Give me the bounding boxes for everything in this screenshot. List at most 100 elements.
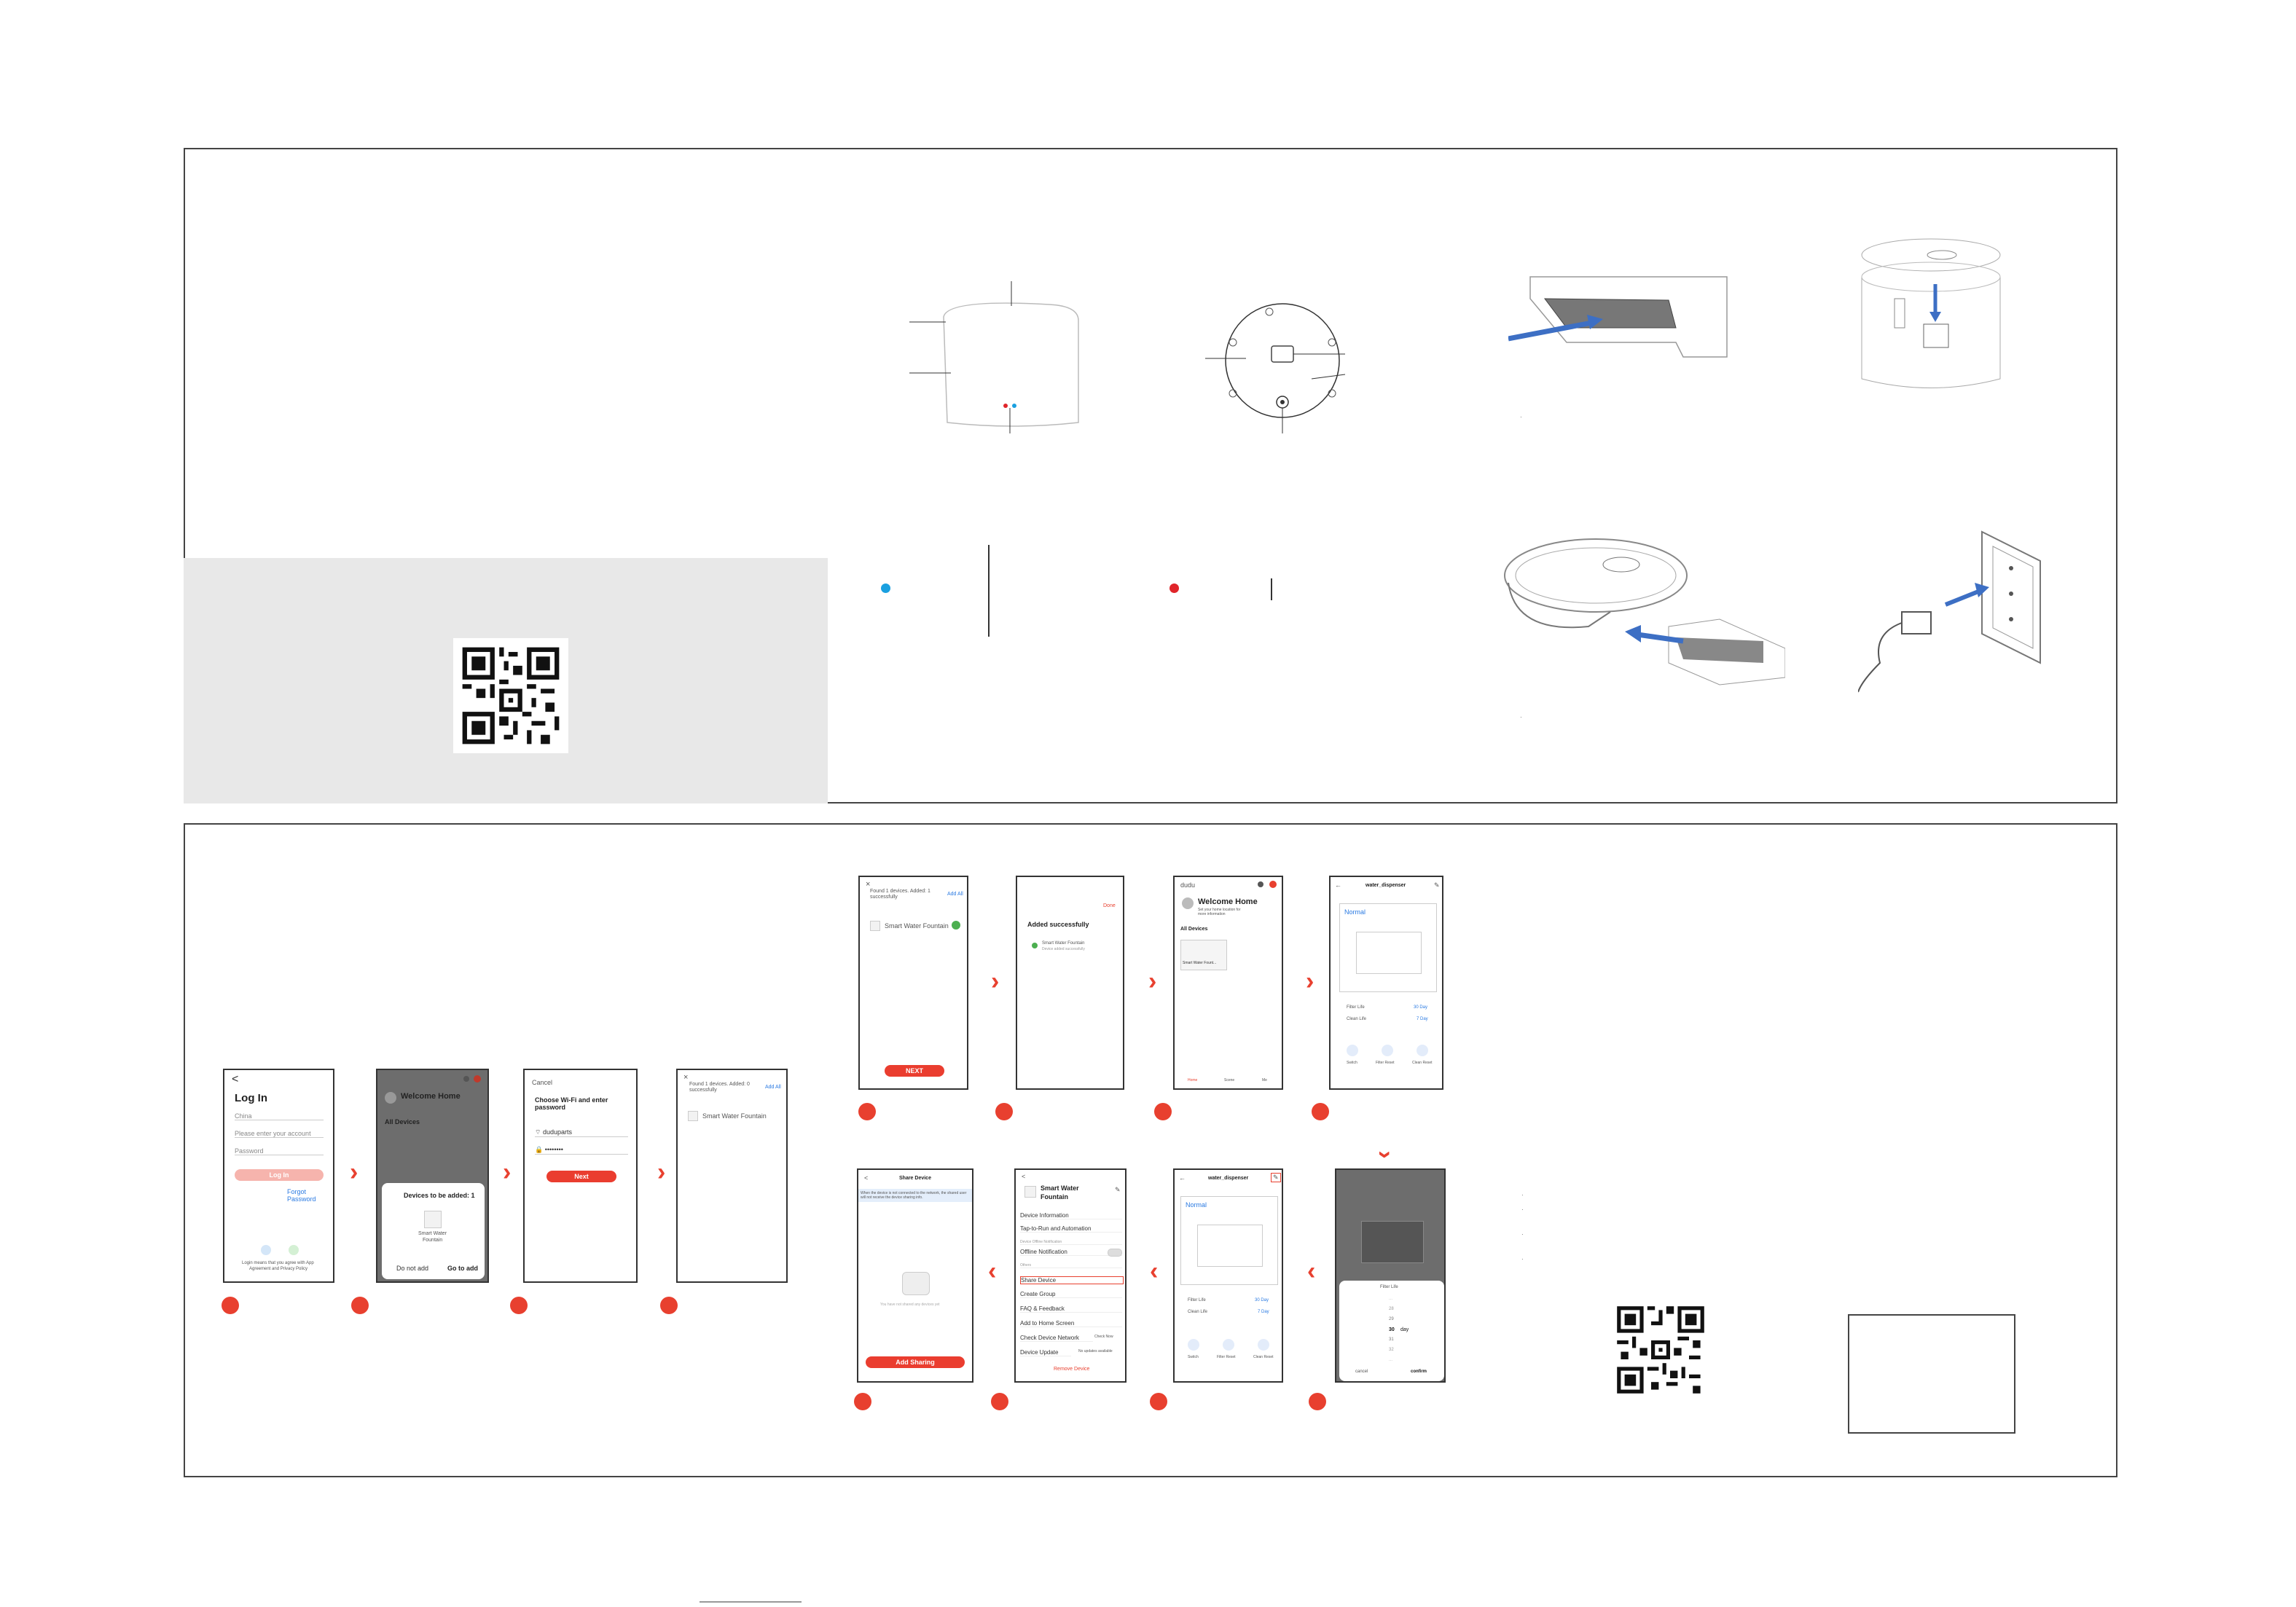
filter-reset-icon[interactable] — [1223, 1339, 1234, 1351]
picker-unit: day — [1400, 1327, 1409, 1332]
back-icon[interactable]: < — [864, 1174, 869, 1182]
back-icon[interactable]: < — [1022, 1173, 1026, 1180]
picker-confirm-button[interactable]: confirm — [1411, 1370, 1427, 1374]
device-name: Smart Water Fountain — [885, 922, 949, 930]
account-input[interactable]: Please enter your account — [235, 1130, 324, 1138]
edit-icon[interactable]: ✎ — [1434, 881, 1440, 889]
cancel-button[interactable]: Cancel — [532, 1079, 553, 1086]
settings-row-add-home[interactable]: Add to Home Screen — [1020, 1320, 1122, 1327]
tab-me[interactable]: Me — [1262, 1078, 1267, 1083]
go-to-add-button[interactable]: Go to add — [447, 1265, 478, 1272]
tray-assembly-icon — [1504, 538, 1786, 685]
settings-row-create-group[interactable]: Create Group — [1020, 1291, 1122, 1298]
add-icon[interactable] — [1269, 881, 1277, 888]
picker-value[interactable]: 31 — [1389, 1337, 1394, 1342]
back-icon[interactable]: ← — [1179, 1174, 1186, 1182]
step-marker — [1154, 1103, 1172, 1120]
picker-value[interactable]: ... — [1389, 1358, 1393, 1362]
close-icon[interactable]: × — [866, 880, 871, 889]
power-icon[interactable] — [1188, 1339, 1199, 1351]
app-qr-code-top — [453, 638, 568, 753]
clean-reset-icon[interactable] — [1417, 1045, 1428, 1056]
found-count-2: successfully — [689, 1088, 717, 1093]
wifi-icon: ⌔ — [535, 1128, 543, 1136]
picker-title: Filter Life — [1380, 1285, 1398, 1289]
empty-state-text: You have not shared any devices yet — [880, 1303, 940, 1307]
status-label: Normal — [1344, 908, 1366, 916]
edit-icon[interactable]: ✎ — [1271, 1173, 1281, 1182]
mic-icon[interactable] — [463, 1076, 469, 1082]
clean-life-days[interactable]: 7 Day — [1258, 1310, 1269, 1314]
check-now-label[interactable]: Check Now — [1094, 1335, 1113, 1339]
picker-cancel-button[interactable]: cancel — [1355, 1370, 1368, 1374]
divider-line — [988, 545, 990, 637]
clean-reset-label: Clean Reset — [1253, 1355, 1274, 1359]
settings-row-share-device[interactable]: Share Device — [1020, 1276, 1124, 1284]
login-button[interactable]: Log In — [235, 1169, 324, 1181]
settings-row-device-update[interactable]: Device Update — [1020, 1349, 1071, 1356]
agreement-text: Login means that you agree with App — [242, 1261, 314, 1265]
wifi-password-field[interactable]: 🔒 •••••••• — [535, 1146, 628, 1155]
filter-reset-icon[interactable] — [1382, 1045, 1393, 1056]
remove-device-button[interactable]: Remove Device — [1054, 1367, 1090, 1372]
clean-life-days[interactable]: 7 Day — [1417, 1017, 1428, 1021]
tab-home[interactable]: Home — [1188, 1078, 1198, 1083]
chevron-right-icon: › — [1306, 967, 1314, 995]
settings-row-check-network[interactable]: Check Device Network — [1020, 1335, 1093, 1342]
next-button[interactable]: Next — [546, 1171, 616, 1182]
dispenser-title: water_dispenser — [1366, 883, 1406, 888]
filter-life-days[interactable]: 30 Day — [1255, 1298, 1269, 1303]
filter-life-days[interactable]: 30 Day — [1414, 1005, 1428, 1010]
fountain-bottom-diagram — [1202, 291, 1363, 444]
bottom-panel — [184, 823, 2117, 1477]
settings-row-faq[interactable]: FAQ & Feedback — [1020, 1305, 1122, 1313]
mic-icon[interactable] — [1258, 881, 1263, 887]
back-icon[interactable]: ← — [1335, 881, 1341, 889]
picker-value[interactable]: 32 — [1389, 1348, 1394, 1352]
phone-found-added-screen: × Found 1 devices. Added: 1 successfully… — [858, 876, 968, 1090]
add-all-link[interactable]: Add All — [947, 892, 963, 897]
filter-reset-label: Filter Reset — [1217, 1355, 1236, 1359]
phone-found-pending-screen: × Found 1 devices. Added: 0 successfully… — [676, 1069, 788, 1283]
close-icon[interactable]: × — [683, 1073, 689, 1082]
picker-value[interactable]: 28 — [1389, 1307, 1394, 1311]
found-count-2: successfully — [870, 895, 898, 900]
done-button[interactable]: Done — [1103, 903, 1116, 908]
tab-scene[interactable]: Scene — [1224, 1078, 1235, 1083]
pump-install-diagram — [1851, 233, 2018, 401]
step-marker — [351, 1297, 369, 1314]
filter-life-picker[interactable]: Filter Life ... 28 29 30 day 31 32 ... c… — [1339, 1281, 1444, 1381]
drop-icon[interactable] — [261, 1245, 271, 1255]
settings-row-automation[interactable]: Tap-to-Run and Automation — [1020, 1225, 1122, 1233]
wifi-ssid-field[interactable]: ⌔ duduparts — [535, 1128, 628, 1137]
phone-share-device-screen: < Share Device When the device is not co… — [857, 1168, 973, 1383]
password-input[interactable]: Password — [235, 1147, 324, 1155]
forgot-password-link[interactable]: Forgot Password — [287, 1188, 316, 1203]
offline-toggle[interactable] — [1108, 1249, 1122, 1257]
settings-row-device-info[interactable]: Device Information — [1020, 1212, 1122, 1219]
picker-value[interactable]: ... — [1389, 1297, 1393, 1301]
region-field[interactable]: China — [235, 1112, 324, 1120]
do-not-add-button[interactable]: Do not add — [396, 1265, 429, 1272]
chevron-left-icon: ‹ — [1150, 1257, 1159, 1285]
next-button[interactable]: NEXT — [885, 1065, 944, 1077]
tray-assembly-diagram — [1501, 532, 1786, 692]
filter-reset-label: Filter Reset — [1376, 1061, 1395, 1065]
settings-row-offline-notification[interactable]: Offline Notification — [1020, 1249, 1122, 1256]
device-card[interactable]: Smart Water Fount... — [1180, 940, 1227, 970]
added-sub: Device added successfully — [1042, 947, 1085, 951]
power-icon[interactable] — [1347, 1045, 1358, 1056]
picker-value-selected[interactable]: 30 — [1389, 1327, 1395, 1332]
picker-value[interactable]: 29 — [1389, 1317, 1394, 1321]
back-icon[interactable]: < — [232, 1073, 239, 1085]
add-icon[interactable] — [474, 1075, 481, 1083]
edit-icon[interactable]: ✎ — [1115, 1186, 1121, 1193]
wechat-icon[interactable] — [289, 1245, 299, 1255]
add-sharing-button[interactable]: Add Sharing — [866, 1356, 965, 1368]
check-icon — [1032, 943, 1038, 948]
agreement-text-2[interactable]: Agreement and Privacy Policy — [249, 1267, 308, 1271]
clean-reset-icon[interactable] — [1258, 1339, 1269, 1351]
add-all-link[interactable]: Add All — [765, 1085, 781, 1090]
phone-dispenser-screen: ← water_dispenser ✎ Normal Filter Life 3… — [1329, 876, 1443, 1090]
clean-reset-label: Clean Reset — [1412, 1061, 1433, 1065]
